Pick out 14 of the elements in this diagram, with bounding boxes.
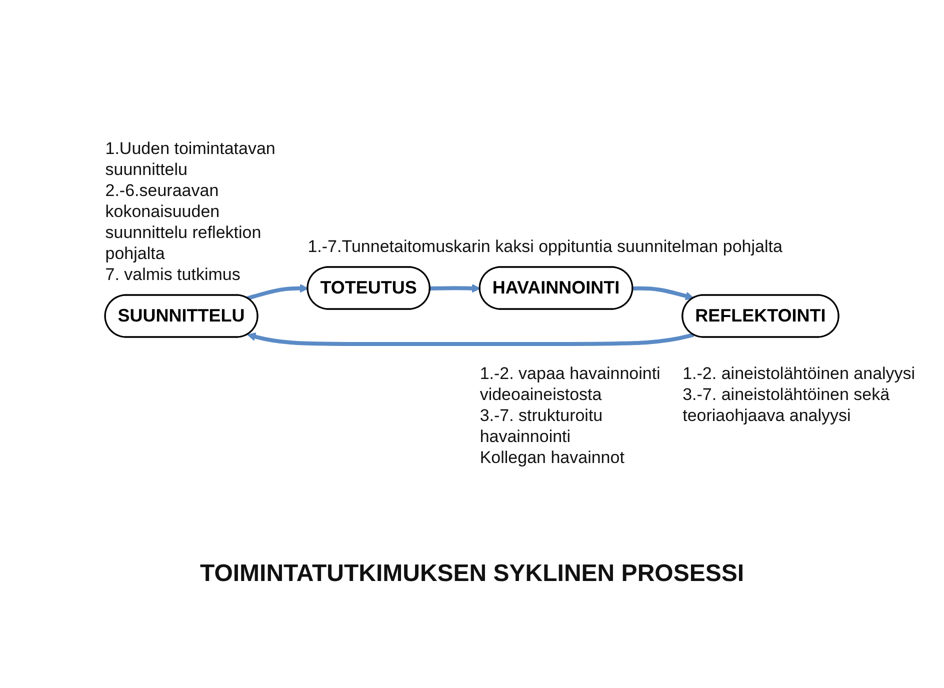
node-note: Kollegan havainnot (480, 447, 626, 468)
diagram-title: TOIMINTATUTKIMUKSEN SYKLINEN PROSESSI (198, 560, 746, 588)
node-note: 1.-7.Tunnetaitomuskarin kaksi oppituntia suunnitelman pohjalta (308, 236, 784, 256)
node-note: 7. valmis tutkimus (105, 264, 242, 284)
node-note: 1.-2. aineistolähtöinen analyysi (682, 363, 916, 384)
arrow (247, 332, 694, 346)
node-note: 3.-7. aineistolähtöinen sekä teoriaohjaava analyysi (682, 384, 891, 426)
arrow (633, 286, 694, 300)
arrow (430, 283, 481, 292)
node-note: 3.-7. strukturoitu havainnointi (480, 405, 604, 448)
node-note: 1.-2. vapaa havainnointi videoaineistosta (480, 363, 662, 406)
node-note: 2.-6.seuraavan kokonaisuuden suunnittelu reflektion pohjalta (105, 180, 262, 264)
arrow (247, 283, 309, 300)
node-note: 1.Uuden toimintatavan suunnittelu (105, 138, 276, 180)
